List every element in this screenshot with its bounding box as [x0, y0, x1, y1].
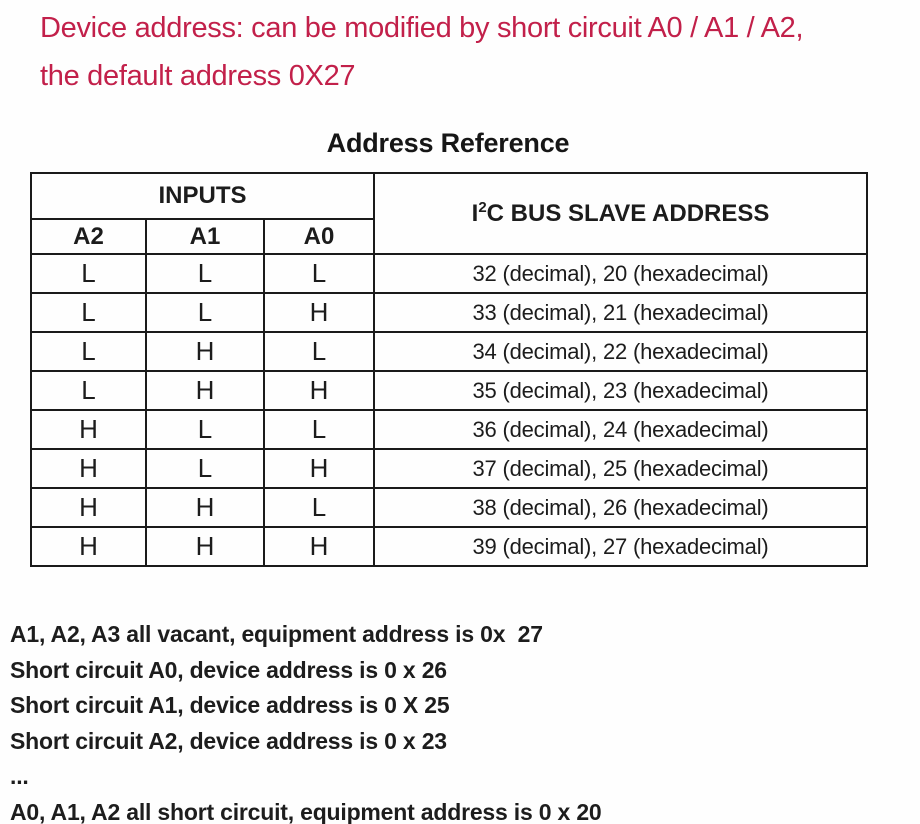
- cell-address: 39 (decimal), 27 (hexadecimal): [373, 526, 869, 567]
- cell-address: 36 (decimal), 24 (hexadecimal): [373, 409, 869, 450]
- cell-address: 38 (decimal), 26 (hexadecimal): [373, 487, 869, 528]
- cell-address: 37 (decimal), 25 (hexadecimal): [373, 448, 869, 489]
- col-header-a2: A2: [30, 218, 147, 255]
- table-row: H L L 36 (decimal), 24 (hexadecimal): [30, 409, 869, 450]
- note-line-short-a1: Short circuit A1, device address is 0 X …: [10, 692, 450, 718]
- notes: A1, A2, A3 all vacant, equipment address…: [10, 617, 602, 824]
- cell-address: 34 (decimal), 22 (hexadecimal): [373, 331, 869, 372]
- cell-a2: L: [30, 370, 147, 411]
- table-row: L L L 32 (decimal), 20 (hexadecimal): [30, 253, 869, 294]
- cell-a1: L: [145, 448, 265, 489]
- header-row-inputs: INPUTS I2C BUS SLAVE ADDRESS: [29, 172, 869, 255]
- cell-a1: H: [145, 331, 265, 372]
- note-line-short-a0: Short circuit A0, device address is 0 x …: [10, 656, 447, 683]
- cell-a0: H: [262, 526, 376, 567]
- cell-address: 33 (decimal), 21 (hexadecimal): [373, 292, 869, 333]
- table-row: H L H 37 (decimal), 25 (hexadecimal): [30, 448, 869, 489]
- cell-a0: L: [262, 253, 376, 294]
- table-title: Address Reference: [326, 128, 570, 158]
- table-row: H H H 39 (decimal), 27 (hexadecimal): [30, 526, 869, 567]
- cell-a1: L: [145, 409, 265, 450]
- cell-a1: H: [145, 487, 265, 528]
- cell-a1: L: [145, 253, 265, 294]
- cell-a0: H: [262, 448, 376, 489]
- intro-line-1: Device address: can be modified by short…: [40, 12, 804, 44]
- cell-address: 32 (decimal), 20 (hexadecimal): [373, 253, 869, 294]
- cell-a1: L: [145, 292, 265, 333]
- cell-a2: H: [30, 526, 147, 567]
- cell-a2: L: [30, 253, 147, 294]
- note-line-ellipsis: ...: [10, 763, 29, 789]
- cell-a2: H: [30, 409, 147, 450]
- header-row-pins: A2 A1 A0: [30, 218, 867, 255]
- cell-a0: L: [262, 409, 376, 450]
- cell-a2: L: [30, 331, 147, 372]
- i2c-bus-slave-address-header: I2C BUS SLAVE ADDRESS: [373, 172, 869, 255]
- table-row: L H H 35 (decimal), 23 (hexadecimal): [30, 370, 869, 411]
- cell-a2: H: [30, 448, 147, 489]
- cell-a1: H: [145, 370, 265, 411]
- cell-a0: L: [262, 331, 376, 372]
- col-header-a1: A1: [145, 218, 265, 255]
- cell-a1: H: [145, 526, 265, 567]
- cell-a2: H: [30, 487, 147, 528]
- cell-a2: L: [30, 292, 147, 333]
- note-line-short-a2: Short circuit A2, device address is 0 x …: [10, 727, 447, 754]
- table-row: L L H 33 (decimal), 21 (hexadecimal): [30, 292, 869, 333]
- cell-address: 35 (decimal), 23 (hexadecimal): [373, 370, 869, 411]
- cell-a0: L: [262, 487, 376, 528]
- col-header-a0: A0: [262, 218, 376, 255]
- note-line-vacant: A1, A2, A3 all vacant, equipment address…: [10, 621, 543, 647]
- table-row: L H L 34 (decimal), 22 (hexadecimal): [30, 331, 869, 372]
- cell-a0: H: [262, 370, 376, 411]
- i2c-label-prefix: I: [471, 200, 479, 227]
- note-line-all-short: A0, A1, A2 all short circuit, equipment …: [10, 798, 602, 824]
- table-row: H H L 38 (decimal), 26 (hexadecimal): [30, 487, 869, 528]
- address-reference-table: INPUTS I2C BUS SLAVE ADDRESS A2 A1 A0 L …: [29, 172, 869, 567]
- i2c-label-superscript: 2: [478, 199, 487, 216]
- i2c-label-rest: C BUS SLAVE ADDRESS: [486, 200, 770, 227]
- intro-line-2: the default address 0X27: [40, 60, 356, 92]
- cell-a0: H: [262, 292, 376, 333]
- intro-text: Device address: can be modified by short…: [40, 4, 804, 100]
- inputs-header: INPUTS: [29, 172, 376, 220]
